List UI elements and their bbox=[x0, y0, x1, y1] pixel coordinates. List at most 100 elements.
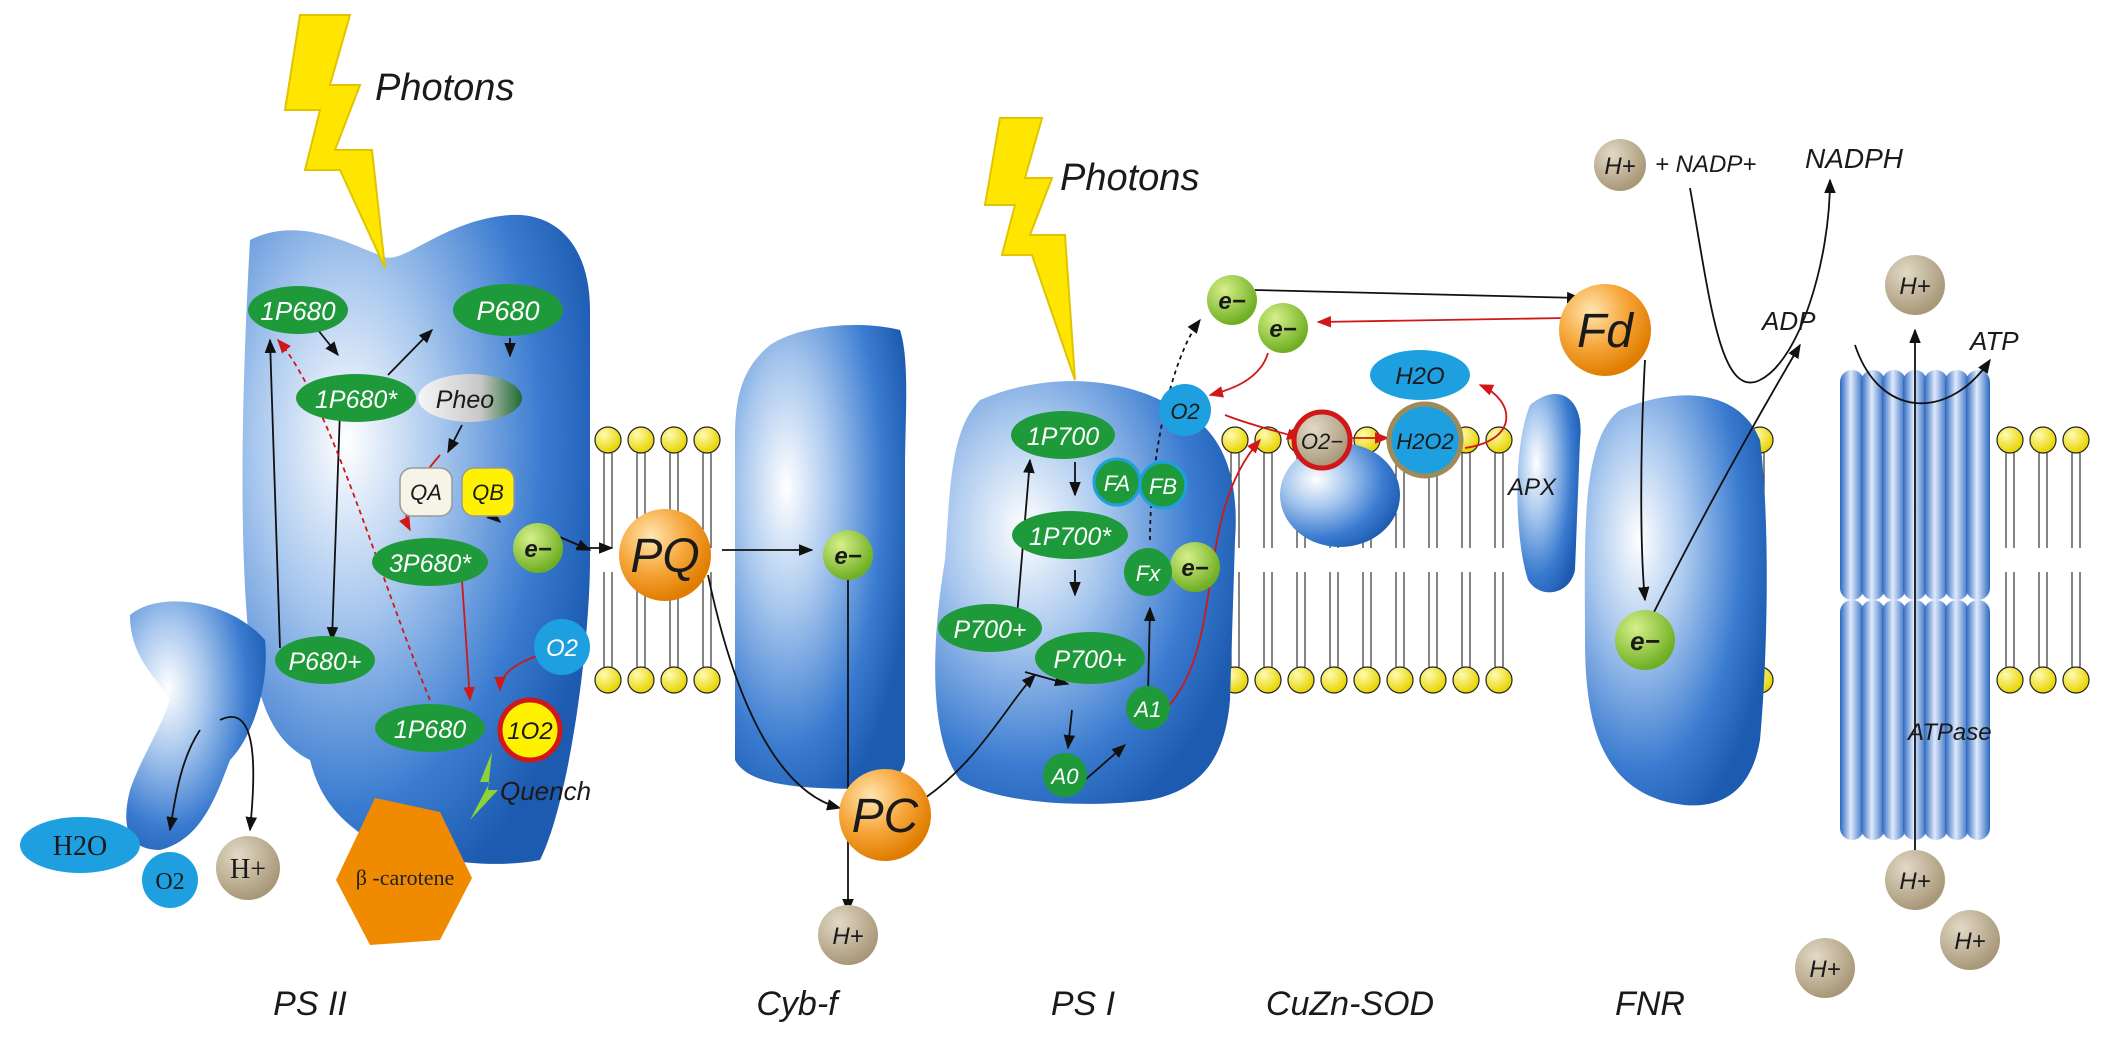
atpase-subunit bbox=[1840, 600, 1864, 840]
svg-text:P700+: P700+ bbox=[1054, 646, 1127, 674]
complex-label-fnr: FNR bbox=[1615, 985, 1685, 1023]
lipid-head bbox=[1452, 666, 1480, 694]
lipid-head bbox=[1353, 666, 1381, 694]
ps2-node-1p680: 1P680 bbox=[248, 286, 348, 334]
h-plus-bubble-atp-bottom-2: H+ bbox=[1795, 938, 1855, 998]
svg-text:β -carotene: β -carotene bbox=[356, 865, 455, 890]
electron-top-2: e− bbox=[1258, 303, 1308, 353]
ps2-node-pheo: Pheo bbox=[418, 374, 522, 422]
lipid-head bbox=[660, 426, 688, 454]
o2-bubble-ps2-out: O2 bbox=[142, 852, 198, 908]
svg-text:P680+: P680+ bbox=[289, 648, 362, 676]
lipid-head bbox=[1996, 666, 2024, 694]
lipid-head bbox=[1221, 426, 1249, 454]
svg-text:H+: H+ bbox=[1899, 868, 1930, 895]
apx-complex bbox=[1517, 393, 1581, 593]
ps2-lower-lobe bbox=[126, 601, 266, 850]
atpase-subunit bbox=[1924, 370, 1948, 600]
o2-bubble-ros: O2 bbox=[1159, 384, 1211, 436]
ps2-node-1p680-excited: 1P680* bbox=[296, 374, 416, 422]
lipid-head bbox=[1996, 426, 2024, 454]
lipid-head bbox=[627, 666, 655, 694]
h-plus-bubble-fnr: H+ bbox=[1594, 139, 1646, 191]
apx-label: APX bbox=[1506, 474, 1557, 501]
lipid-head bbox=[1485, 666, 1513, 694]
ps1-node-p700-plus-b: P700+ bbox=[1035, 632, 1145, 684]
svg-text:1P680: 1P680 bbox=[394, 716, 466, 744]
svg-text:A0: A0 bbox=[1050, 764, 1080, 789]
ps1-node-a1: A1 bbox=[1126, 686, 1170, 730]
ps1-node-a0: A0 bbox=[1043, 753, 1087, 797]
cuzn-sod-complex bbox=[1280, 443, 1400, 547]
svg-text:e−: e− bbox=[1269, 316, 1296, 343]
atpase-subunit bbox=[1924, 600, 1948, 840]
svg-text:A1: A1 bbox=[1133, 697, 1162, 722]
lipid-head bbox=[1287, 666, 1315, 694]
svg-text:H2O: H2O bbox=[1395, 363, 1444, 390]
ps2-node-3p680-excited: 3P680* bbox=[372, 538, 488, 586]
atpase-subunit bbox=[1861, 600, 1885, 840]
fd-carrier: Fd bbox=[1559, 284, 1651, 376]
cybf-complex bbox=[735, 325, 907, 789]
h-plus-bubble-atp-bottom-1: H+ bbox=[1885, 850, 1945, 910]
svg-text:H+: H+ bbox=[1604, 153, 1635, 180]
ps1-node-fx: Fx bbox=[1124, 548, 1172, 596]
svg-text:H2O2: H2O2 bbox=[1396, 429, 1453, 454]
svg-text:O2: O2 bbox=[1170, 399, 1199, 424]
electron-ps1: e− bbox=[1170, 542, 1220, 592]
svg-text:H2O: H2O bbox=[53, 831, 107, 862]
h-plus-bubble-atp-bottom-3: H+ bbox=[1940, 910, 2000, 970]
lipid-head bbox=[693, 426, 721, 454]
lightning-bolt-icon-ps2 bbox=[283, 14, 386, 269]
svg-text:PQ: PQ bbox=[630, 530, 699, 583]
atpase-subunit bbox=[1945, 600, 1969, 840]
electron-fnr: e− bbox=[1615, 610, 1675, 670]
lipid-head bbox=[594, 426, 622, 454]
atpase-subunit bbox=[1882, 370, 1906, 600]
lipid-head bbox=[1320, 666, 1348, 694]
svg-text:1P680: 1P680 bbox=[260, 296, 336, 326]
atpase-subunit bbox=[1966, 370, 1990, 600]
beta-carotene-hexagon: β -carotene bbox=[336, 798, 472, 945]
atpase-subunit bbox=[1966, 600, 1990, 840]
lightning-bolt-icon-ps1 bbox=[983, 117, 1076, 381]
atpase-complex bbox=[1840, 370, 1990, 840]
electron-ps2: e− bbox=[513, 523, 563, 573]
ps1-node-fb: FB bbox=[1138, 460, 1188, 510]
lipid-head bbox=[2029, 666, 2057, 694]
pc-carrier: PC bbox=[839, 769, 931, 861]
svg-text:Pheo: Pheo bbox=[436, 386, 494, 414]
electron-top-1: e− bbox=[1207, 275, 1257, 325]
electron-cybf: e− bbox=[823, 530, 873, 580]
ps1-node-1p700: 1P700 bbox=[1011, 411, 1115, 459]
ps2-node-p680-plus: P680+ bbox=[275, 636, 375, 684]
svg-text:H+: H+ bbox=[1899, 273, 1930, 300]
svg-text:QB: QB bbox=[472, 480, 504, 505]
svg-text:PC: PC bbox=[852, 790, 919, 843]
svg-text:P700+: P700+ bbox=[954, 616, 1027, 644]
h2o2-bubble: H2O2 bbox=[1386, 401, 1464, 479]
svg-text:1P700*: 1P700* bbox=[1029, 523, 1112, 551]
svg-text:1P700: 1P700 bbox=[1027, 423, 1099, 451]
lipid-head bbox=[627, 426, 655, 454]
svg-text:FB: FB bbox=[1149, 474, 1177, 499]
svg-text:1P680*: 1P680* bbox=[315, 386, 398, 414]
ps2-o2-bubble: O2 bbox=[534, 619, 590, 675]
photons-label-left: Photons bbox=[375, 67, 514, 109]
nadp-label: + NADP+ bbox=[1655, 151, 1756, 178]
lipid-head bbox=[1485, 426, 1513, 454]
svg-text:Fd: Fd bbox=[1577, 305, 1634, 358]
lipid-head bbox=[2029, 426, 2057, 454]
svg-text:e−: e− bbox=[834, 543, 861, 570]
atpase-subunit bbox=[1882, 600, 1906, 840]
svg-text:H+: H+ bbox=[1809, 956, 1840, 983]
h-plus-bubble-ps2: H+ bbox=[216, 836, 280, 900]
ps1-node-1p700-excited: 1P700* bbox=[1012, 511, 1128, 559]
singlet-oxygen-bubble: 1O2 bbox=[497, 697, 563, 763]
ps2-node-qa: QA bbox=[399, 467, 453, 517]
svg-text:FA: FA bbox=[1104, 471, 1130, 496]
svg-text:3P680*: 3P680* bbox=[389, 550, 472, 578]
complex-label-sod: CuZn-SOD bbox=[1266, 985, 1434, 1023]
svg-text:H+: H+ bbox=[832, 923, 863, 950]
